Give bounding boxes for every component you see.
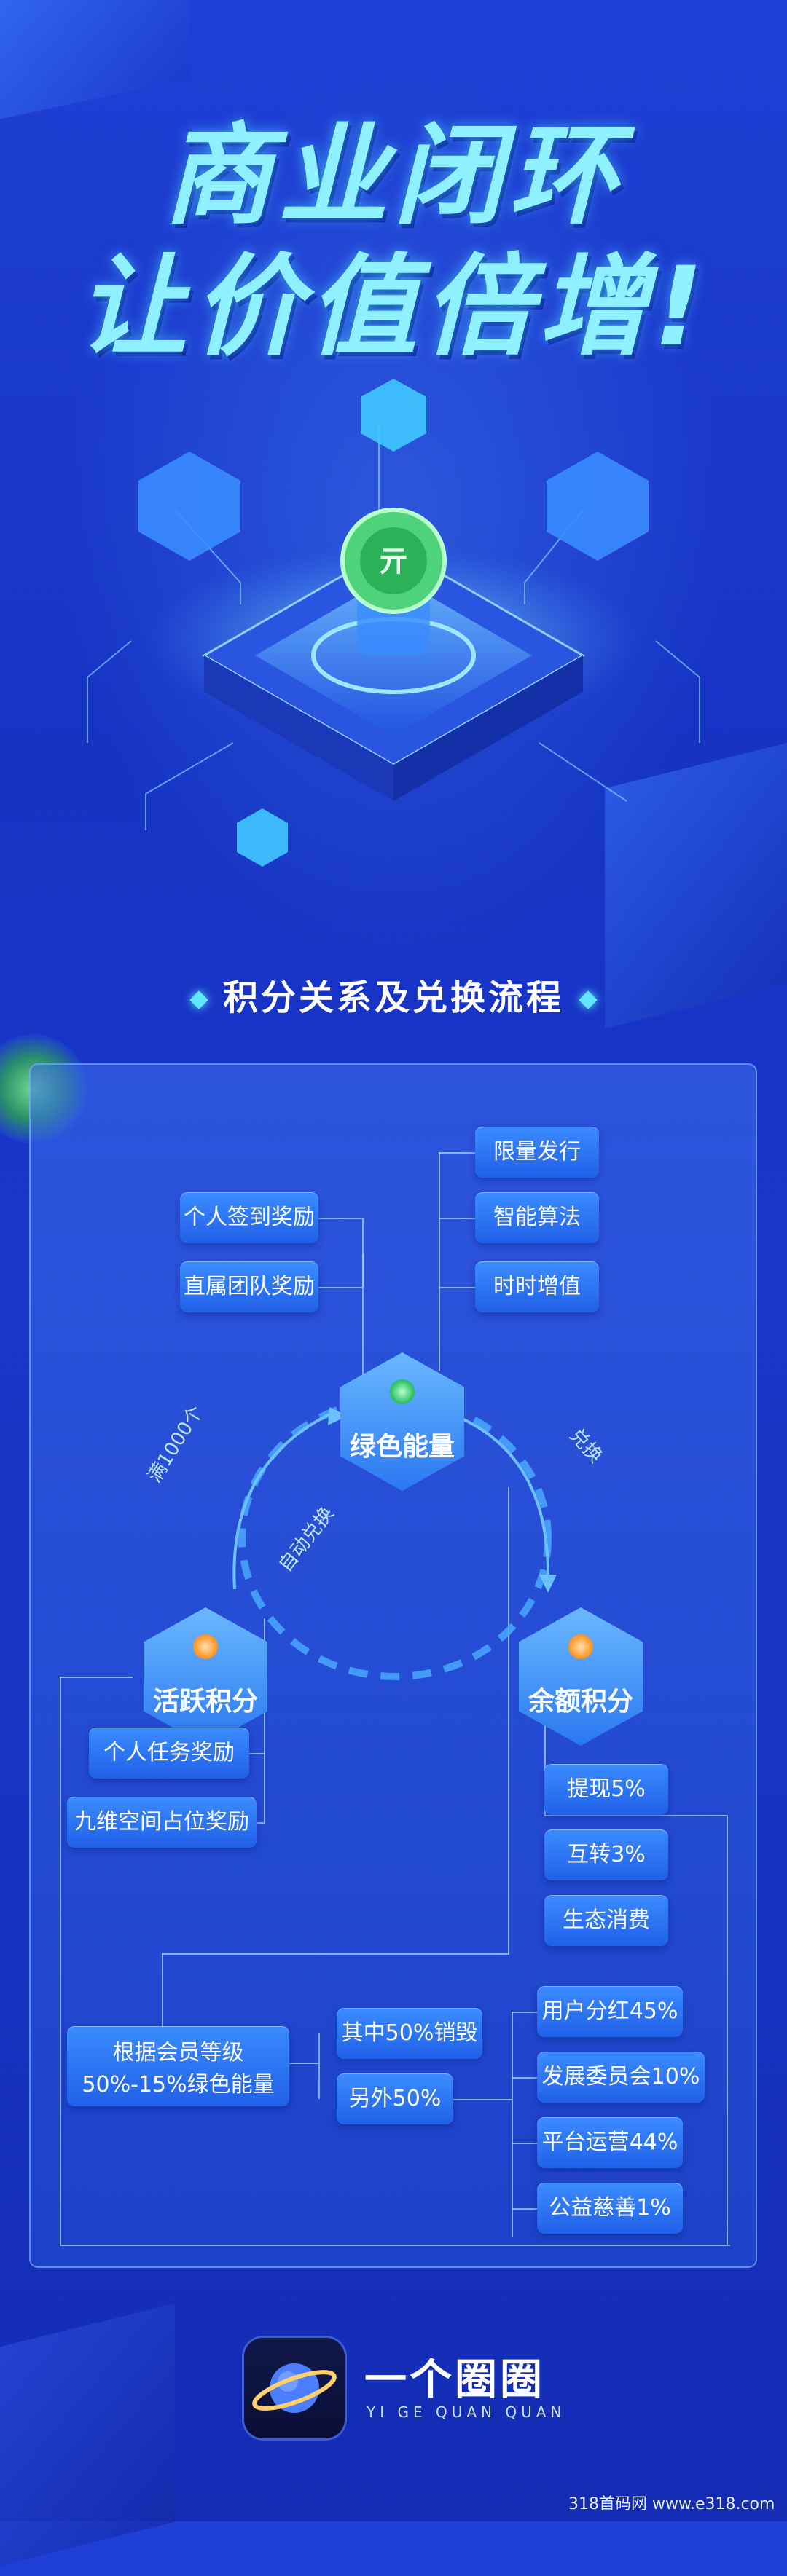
distribution-pill: 公益慈善1% — [537, 2183, 683, 2234]
orange-coin-icon — [568, 1634, 593, 1659]
green-source-pill: 个人签到奖励 — [180, 1192, 318, 1243]
hub-active-points — [144, 1607, 267, 1746]
brand-pinyin: YI GE QUAN QUAN — [367, 2403, 566, 2421]
green-feature-pill: 限量发行 — [475, 1127, 599, 1178]
hero-platform-graphic — [87, 379, 700, 867]
connector-line — [727, 1815, 728, 2245]
connector-line — [439, 1218, 475, 1219]
connector-line — [289, 2063, 318, 2064]
connector-line — [318, 1287, 362, 1288]
hub-active-label: 活跃积分 — [152, 1687, 258, 1717]
connector-line — [544, 1815, 727, 1816]
hero-illustration: 亓 — [0, 364, 787, 932]
connector-line — [60, 1677, 61, 2245]
member-rate-text: 50%-15%绿色能量 — [82, 2072, 275, 2098]
green-source-pill: 直属团队奖励 — [180, 1261, 318, 1312]
diamond-icon — [579, 990, 598, 1009]
hero-title-line2: 让价值倍增! — [77, 244, 710, 371]
hero-coin-symbol: 亓 — [379, 545, 408, 578]
distribution-pill: 平台运营44% — [537, 2117, 683, 2168]
connector-line — [512, 2143, 537, 2144]
flow-panel: 满1000个 自动兑换 兑换 个人签到奖励 直属团队奖励 限量发行 智能算法 时… — [29, 1063, 757, 2268]
connector-line — [60, 1677, 133, 1678]
section-title: 积分关系及兑换流程 — [0, 969, 787, 1020]
balance-use-pill: 互转3% — [544, 1829, 668, 1880]
planet-icon — [252, 2363, 337, 2413]
connector-line — [439, 1152, 440, 1371]
connector-line — [512, 2012, 537, 2013]
connector-line — [318, 2033, 320, 2099]
connector-line — [439, 1152, 475, 1154]
distribution-pill: 发展委员会10% — [537, 2052, 705, 2103]
connector-line — [162, 1953, 508, 1955]
connector-line — [60, 2245, 730, 2246]
section-title-text: 积分关系及兑换流程 — [222, 977, 564, 1018]
watermark: 318首码网 www.e318.com — [568, 2495, 775, 2513]
connector-line — [162, 1953, 163, 2063]
connector-line — [512, 2208, 537, 2210]
green-coin-icon — [390, 1379, 415, 1404]
connector-line — [249, 1753, 265, 1754]
connector-line — [512, 2077, 537, 2079]
balance-use-pill: 生态消费 — [544, 1895, 668, 1946]
hub-balance-label: 余额积分 — [528, 1687, 633, 1717]
hero-title-line1: 商业闭环 — [163, 113, 624, 240]
green-feature-pill: 时时增值 — [475, 1261, 599, 1312]
connector-line — [249, 1822, 265, 1824]
connector-line — [264, 1618, 265, 1822]
diamond-icon — [189, 990, 208, 1009]
connector-line — [508, 1487, 509, 1955]
member-rate-box: 根据会员等级 50%-15%绿色能量 — [67, 2026, 289, 2106]
balance-use-pill: 提现5% — [544, 1764, 668, 1815]
connector-line — [318, 1218, 362, 1219]
active-source-pill: 九维空间占位奖励 — [67, 1797, 257, 1848]
active-source-pill: 个人任务奖励 — [89, 1728, 249, 1779]
distribution-pill: 用户分红45% — [537, 1986, 683, 2037]
connector-line — [512, 2012, 513, 2237]
brand-name: 一个圈圈 — [364, 2355, 546, 2404]
member-level-text: 根据会员等级 — [112, 2040, 244, 2065]
connector-line — [439, 1287, 475, 1288]
connector-line — [362, 1254, 364, 1385]
hub-balance-points — [519, 1607, 643, 1746]
split-destroy-pill: 其中50%销毁 — [337, 2008, 482, 2059]
split-other-pill: 另外50% — [337, 2073, 453, 2124]
orange-coin-icon — [193, 1634, 218, 1659]
connector-line — [453, 2099, 512, 2100]
hub-green-label: 绿色能量 — [349, 1432, 455, 1462]
connector-line — [362, 1218, 364, 1287]
green-feature-pill: 智能算法 — [475, 1192, 599, 1243]
app-logo — [244, 2338, 345, 2438]
bg-cube-bottomleft — [0, 2303, 175, 2576]
